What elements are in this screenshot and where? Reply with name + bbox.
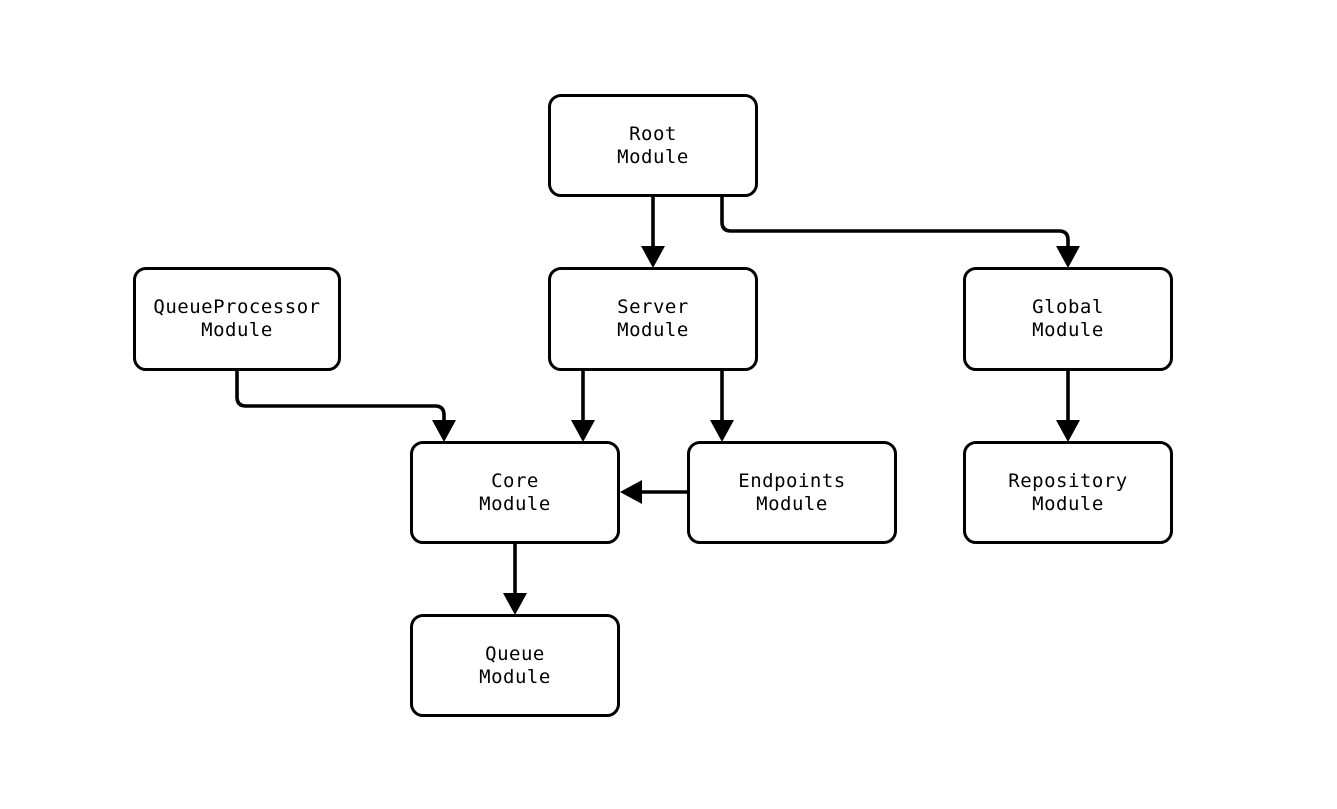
node-queueprocessor-line1: QueueProcessor [153,296,321,318]
node-queueprocessor-line2: Module [201,319,273,341]
edge-server-to-core [571,371,595,442]
edge-root-to-server [641,197,665,268]
node-root[interactable]: Root Module [548,94,758,197]
edge-root-to-global [720,197,1080,268]
node-server-line2: Module [617,319,689,341]
edge-queueprocessor-to-core [235,371,456,442]
edge-server-to-endpoints [710,371,734,442]
node-server-line1: Server [617,296,689,318]
node-global[interactable]: Global Module [963,267,1173,371]
node-core-line1: Core [491,469,539,492]
node-endpoints-line2: Module [756,492,828,515]
node-endpoints[interactable]: Endpoints Module [687,441,897,544]
node-queueprocessor[interactable]: QueueProcessor Module [133,267,341,371]
node-endpoints-line1: Endpoints [738,469,846,492]
node-repository[interactable]: Repository Module [963,441,1173,544]
node-queue-line1: Queue [485,642,545,665]
node-root-line1: Root [629,122,677,145]
node-global-line1: Global [1032,296,1104,318]
node-repository-line1: Repository [1008,469,1128,492]
node-core-line2: Module [479,492,551,515]
node-global-line2: Module [1032,319,1104,341]
node-repository-line2: Module [1032,492,1104,515]
edge-global-to-repository [1056,371,1080,442]
node-core[interactable]: Core Module [410,441,620,544]
edge-core-to-queue [503,544,527,615]
node-queue-line2: Module [479,665,551,688]
node-server[interactable]: Server Module [548,267,758,371]
node-queue[interactable]: Queue Module [410,614,620,717]
edge-endpoints-to-core [620,480,687,504]
node-root-line2: Module [617,145,689,168]
